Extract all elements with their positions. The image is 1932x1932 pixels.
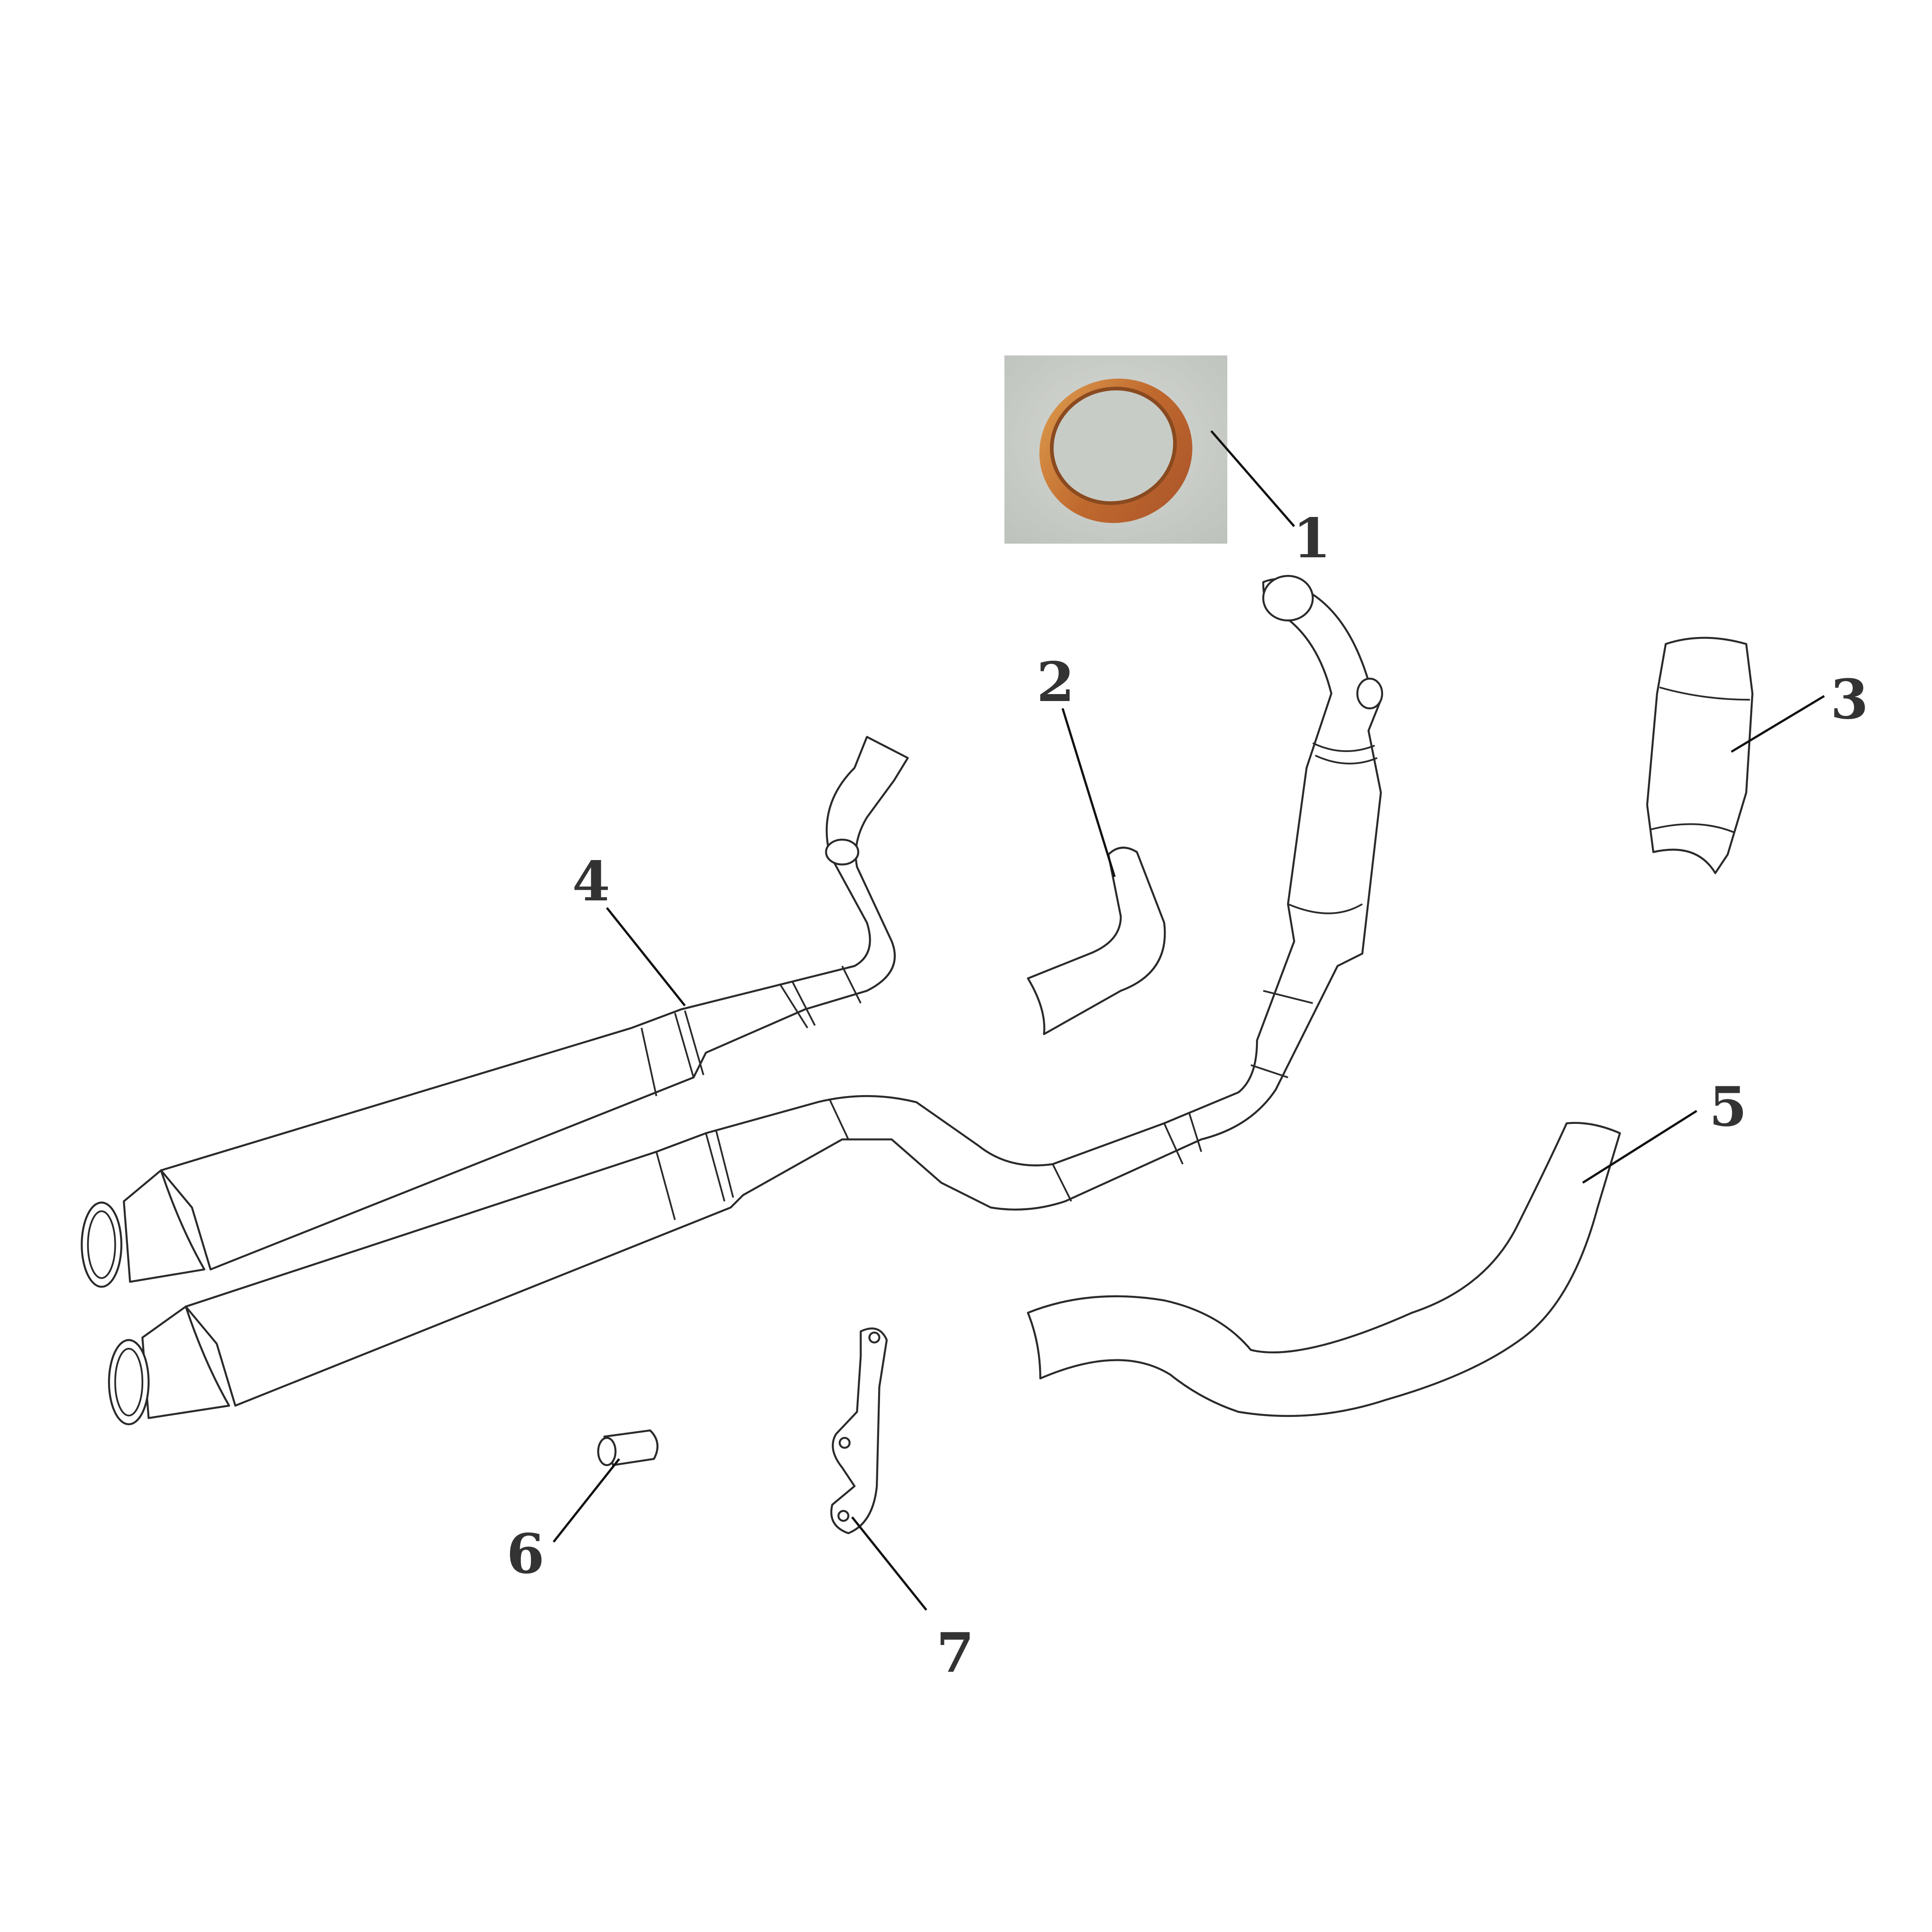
callout-1: 1 [1293, 506, 1331, 570]
callout-2: 2 [1037, 650, 1075, 714]
pipe-cover [1027, 1122, 1621, 1417]
callout-7: 7 [936, 1621, 974, 1685]
leader-line-5 [1582, 1109, 1697, 1184]
leader-line-1 [1210, 430, 1295, 527]
heat-shield [1646, 637, 1753, 874]
bracket [830, 1327, 888, 1535]
leader-line-7 [851, 1516, 927, 1611]
gasket-photo [1004, 355, 1228, 544]
leader-line-2 [1061, 708, 1116, 877]
pipe-elbow [1027, 847, 1166, 1035]
leader-line-4 [606, 907, 686, 1007]
callout-4: 4 [572, 849, 610, 913]
leader-line-3 [1731, 695, 1825, 753]
callout-3: 3 [1830, 667, 1868, 731]
leader-line-6 [553, 1458, 620, 1543]
exhaust-system-lower [108, 574, 1384, 1425]
callout-5: 5 [1709, 1075, 1747, 1139]
exhaust-system-upper [81, 736, 909, 1288]
spacer-sleeve [597, 1429, 659, 1467]
callout-6: 6 [507, 1522, 545, 1586]
